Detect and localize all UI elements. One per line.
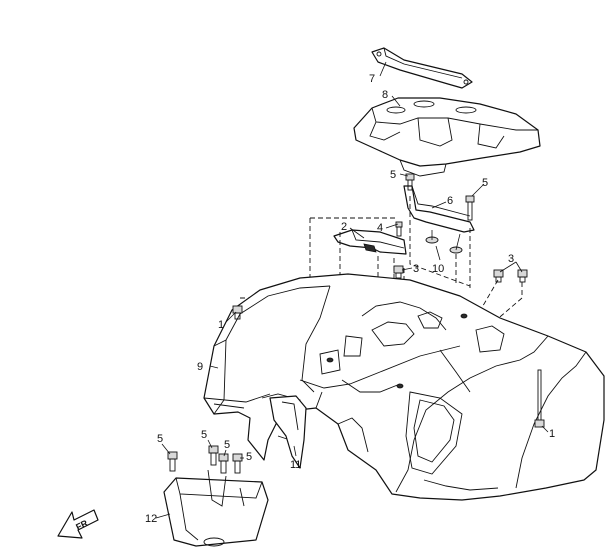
bolt-5-b-icon (208, 445, 219, 466)
callout-labels: 7 8 5 5 6 2 4 10 3 3 1 9 1 5 5 5 5 11 12 (145, 73, 555, 525)
callout-3-right: 3 (508, 253, 514, 265)
callout-5-b: 5 (201, 429, 207, 441)
front-direction-arrow-icon: FR (57, 509, 99, 539)
bolt-5-c-icon (218, 453, 229, 474)
callout-9: 9 (197, 361, 203, 373)
part-8-rear-top-panel (353, 97, 541, 177)
callout-8: 8 (382, 89, 388, 101)
clip-3-right-a-icon (493, 269, 504, 283)
part-9-rear-fender (203, 273, 605, 501)
part-12-storage-box (163, 469, 269, 547)
callout-5-top: 5 (390, 169, 396, 181)
part-7-rack-bar (371, 47, 473, 89)
callout-2: 2 (341, 221, 347, 233)
clip-3-right-b-icon (517, 269, 528, 283)
bolt-5-a-icon (167, 451, 178, 472)
clip-1-right-icon (534, 369, 545, 428)
bolt-5-d-icon (232, 453, 243, 474)
callout-6: 6 (447, 195, 453, 207)
callout-10: 10 (432, 263, 444, 275)
callout-3-center: 3 (413, 263, 419, 275)
part-2-plate (333, 221, 407, 255)
fasteners (167, 265, 545, 474)
clip-3-center-icon (393, 265, 404, 279)
part-11-mud-flap (269, 395, 307, 469)
callout-5-a: 5 (157, 433, 163, 445)
direction-arrow-label: FR (74, 518, 90, 532)
leader-lines (155, 61, 549, 519)
callout-1-right: 1 (549, 428, 555, 440)
callout-5-d: 5 (246, 451, 252, 463)
callout-7: 7 (369, 73, 375, 85)
callout-4: 4 (377, 222, 383, 234)
callout-11: 11 (290, 459, 301, 471)
callout-1-left: 1 (218, 319, 224, 331)
callout-5-topright: 5 (482, 177, 488, 189)
callout-5-c: 5 (224, 439, 230, 451)
callout-12: 12 (145, 513, 157, 525)
clip-1-left-icon (232, 305, 243, 320)
part-6-bracket (403, 173, 475, 254)
